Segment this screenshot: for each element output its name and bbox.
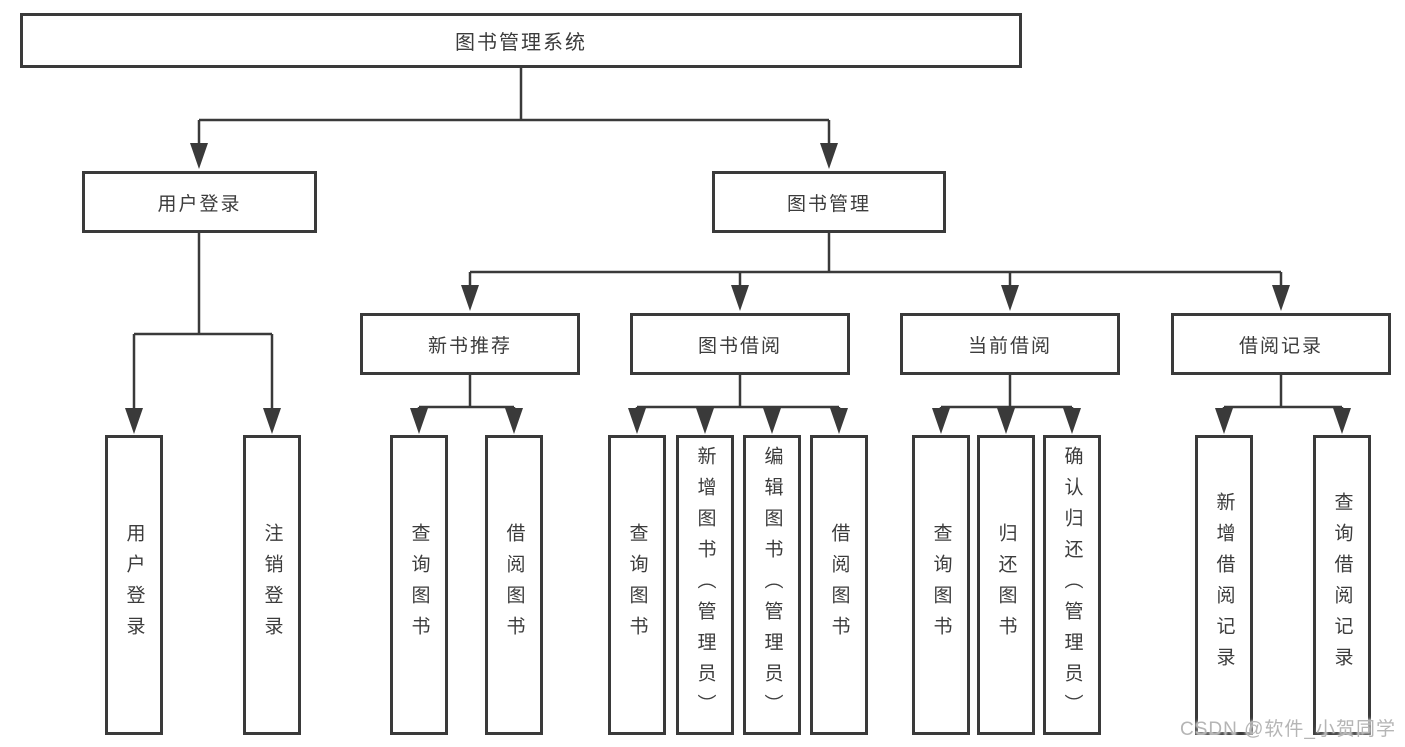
node-borrow-records: 借阅记录 [1171, 313, 1391, 375]
leaf-user-login: 用户登录 [105, 435, 163, 735]
leaf-add-borrow-record: 新增借阅记录 [1195, 435, 1253, 735]
leaf-add-book-admin-label: 新增图书（管理员） [694, 445, 716, 725]
leaf-edit-book-admin: 编辑图书（管理员） [743, 435, 801, 735]
leaf-query-books-borrow: 查询图书 [608, 435, 666, 735]
leaf-confirm-return-admin-label: 确认归还（管理员） [1061, 445, 1083, 725]
leaf-query-borrow-record-label: 查询借阅记录 [1331, 492, 1353, 678]
leaf-borrow-books: 借阅图书 [810, 435, 868, 735]
node-user-login-label: 用户登录 [157, 193, 242, 215]
node-book-borrow: 图书借阅 [630, 313, 850, 375]
leaf-confirm-return-admin: 确认归还（管理员） [1043, 435, 1101, 735]
leaf-edit-book-admin-label: 编辑图书（管理员） [761, 445, 783, 725]
watermark-text: CSDN @软件_小贺同学 [1180, 719, 1396, 740]
node-new-book-recommend-label: 新书推荐 [427, 335, 512, 357]
node-current-borrow-label: 当前借阅 [967, 335, 1052, 357]
leaf-query-books-current-label: 查询图书 [930, 523, 952, 647]
leaf-query-books-recommend: 查询图书 [390, 435, 448, 735]
leaf-return-book-label: 归还图书 [995, 523, 1017, 647]
node-user-login: 用户登录 [82, 171, 317, 233]
leaf-logout: 注销登录 [243, 435, 301, 735]
leaf-borrow-books-recommend-label: 借阅图书 [503, 523, 525, 647]
node-book-borrow-label: 图书借阅 [697, 335, 782, 357]
node-current-borrow: 当前借阅 [900, 313, 1120, 375]
leaf-logout-label: 注销登录 [261, 523, 283, 647]
leaf-user-login-label: 用户登录 [123, 523, 145, 647]
node-book-management: 图书管理 [712, 171, 946, 233]
leaf-add-borrow-record-label: 新增借阅记录 [1213, 492, 1235, 678]
leaf-borrow-books-recommend: 借阅图书 [485, 435, 543, 735]
node-library-system-label: 图书管理系统 [455, 32, 587, 54]
node-borrow-records-label: 借阅记录 [1238, 335, 1323, 357]
leaf-query-books-borrow-label: 查询图书 [626, 523, 648, 647]
leaf-query-books-current: 查询图书 [912, 435, 970, 735]
leaf-add-book-admin: 新增图书（管理员） [676, 435, 734, 735]
leaf-query-borrow-record: 查询借阅记录 [1313, 435, 1371, 735]
node-book-management-label: 图书管理 [786, 193, 871, 215]
node-new-book-recommend: 新书推荐 [360, 313, 580, 375]
node-library-system: 图书管理系统 [20, 13, 1022, 68]
leaf-query-books-recommend-label: 查询图书 [408, 523, 430, 647]
leaf-borrow-books-label: 借阅图书 [828, 523, 850, 647]
leaf-return-book: 归还图书 [977, 435, 1035, 735]
